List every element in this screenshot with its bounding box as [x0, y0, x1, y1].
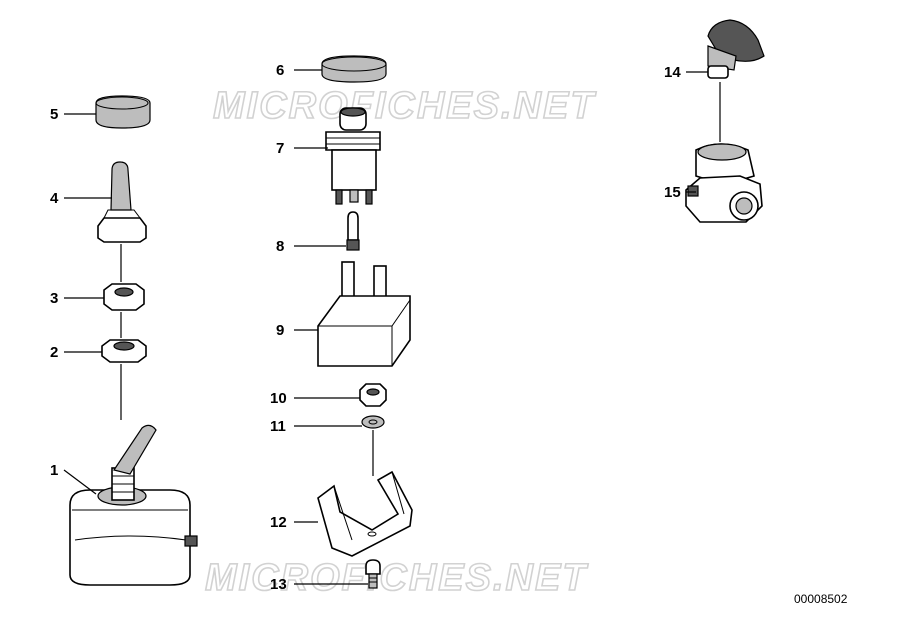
callout-11: 11	[270, 418, 286, 435]
callout-4: 4	[50, 190, 59, 207]
callout-3: 3	[50, 290, 58, 307]
callout-5: 5	[50, 106, 58, 123]
callout-1: 1	[50, 462, 58, 479]
callout-6: 6	[276, 62, 284, 79]
part-13-screw	[365, 559, 381, 589]
part-4-boot	[97, 161, 147, 243]
part-12-bracket	[317, 470, 413, 557]
callout-12: 12	[270, 514, 287, 531]
callout-14: 14	[664, 64, 681, 81]
part-14-key	[707, 19, 765, 79]
callout-10: 10	[270, 390, 287, 407]
callout-8: 8	[276, 238, 284, 255]
part-2-nut	[101, 339, 147, 363]
callout-13: 13	[270, 576, 287, 593]
part-8-bulb	[346, 211, 360, 251]
part-10-nut	[359, 383, 387, 407]
part-11-washer	[361, 415, 385, 429]
part-15-lock-clamp	[685, 143, 763, 223]
callout-7: 7	[276, 140, 284, 157]
part-6-cap	[321, 55, 387, 83]
part-9-relay	[317, 261, 411, 367]
part-1-toggle-switch	[69, 424, 198, 586]
callout-15: 15	[664, 184, 681, 201]
callout-2: 2	[50, 344, 58, 361]
part-5-cap	[95, 95, 151, 129]
part-3-nut	[103, 283, 145, 311]
callout-9: 9	[276, 322, 284, 339]
diagram-reference-number: 00008502	[794, 592, 848, 606]
leader-1	[63, 469, 97, 495]
watermark-bottom: MICROFICHES.NET	[205, 557, 588, 599]
watermark-top: MICROFICHES.NET	[213, 85, 596, 127]
part-7-push-button	[325, 107, 381, 205]
